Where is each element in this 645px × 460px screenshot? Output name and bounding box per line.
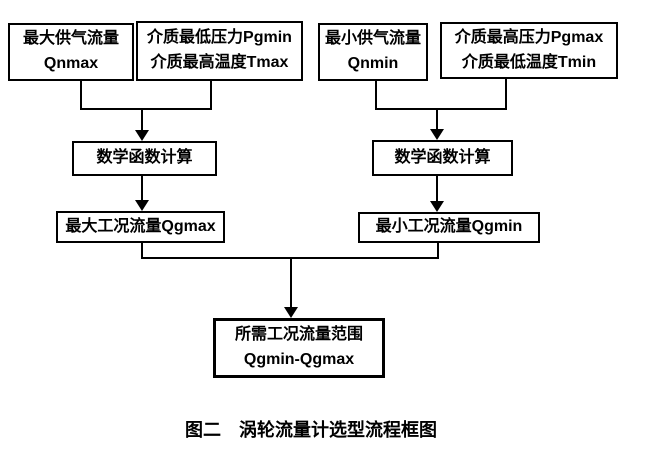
node-min-working-flow-label: 最小工况流量Qgmin: [375, 218, 523, 236]
node-max-working-flow-label: 最大工况流量Qgmax: [65, 217, 216, 235]
connector-right-h1: [375, 108, 507, 110]
connector-right-v1: [375, 81, 377, 110]
connector-bottom-stem: [290, 259, 292, 309]
node-min-supply-flow-line2: Qnmin: [347, 55, 399, 72]
node-max-working-flow: 最大工况流量Qgmax: [56, 211, 225, 243]
node-min-working-flow: 最小工况流量Qgmin: [358, 212, 540, 243]
connector-bottom-v1: [141, 243, 143, 259]
figure-caption: 图二 涡轮流量计选型流程框图: [185, 420, 437, 440]
connector-left-stem2: [141, 176, 143, 201]
node-required-flow-range: 所需工况流量范围 Qgmin-Qgmax: [213, 318, 385, 378]
node-min-supply-flow: 最小供气流量 Qnmin: [318, 23, 428, 81]
node-math-calc-right: 数学函数计算: [372, 140, 513, 176]
node-max-supply-flow: 最大供气流量 Qnmax: [8, 23, 134, 81]
node-required-flow-range-line2: Qgmin-Qgmax: [243, 351, 355, 368]
node-media-max-pressure-min-temp-line2: 介质最低温度Tmin: [461, 53, 597, 71]
node-media-max-pressure-min-temp-line1: 介质最高压力Pgmax: [454, 28, 604, 46]
arrowhead-right-1: [430, 129, 444, 140]
connector-right-stem2: [436, 176, 438, 202]
arrowhead-bottom: [284, 307, 298, 318]
node-math-calc-left-label: 数学函数计算: [96, 149, 193, 167]
node-media-min-pressure-max-temp-line1: 介质最低压力Pgmin: [147, 29, 292, 47]
connector-left-v1: [80, 80, 82, 110]
connector-bottom-h1: [141, 257, 439, 259]
node-max-supply-flow-line1: 最大供气流量: [22, 30, 119, 48]
node-media-min-pressure-max-temp-line2: 介质最高温度Tmax: [150, 54, 289, 71]
node-math-calc-right-label: 数学函数计算: [394, 148, 491, 166]
connector-bottom-v2: [437, 243, 439, 259]
node-max-supply-flow-line2: Qnmax: [43, 55, 99, 72]
connector-right-v2: [505, 79, 507, 110]
node-required-flow-range-line1: 所需工况流量范围: [234, 326, 363, 344]
node-media-min-pressure-max-temp: 介质最低压力Pgmin 介质最高温度Tmax: [136, 21, 303, 81]
connector-left-v2: [210, 81, 212, 110]
node-min-supply-flow-line1: 最小供气流量: [324, 30, 421, 48]
arrowhead-left-2: [135, 200, 149, 211]
node-math-calc-left: 数学函数计算: [72, 141, 217, 176]
connector-right-stem1: [436, 110, 438, 132]
connector-left-stem1: [141, 110, 143, 134]
arrowhead-right-2: [430, 201, 444, 212]
arrowhead-left-1: [135, 130, 149, 141]
connector-left-h1: [80, 108, 212, 110]
node-media-max-pressure-min-temp: 介质最高压力Pgmax 介质最低温度Tmin: [440, 22, 618, 79]
